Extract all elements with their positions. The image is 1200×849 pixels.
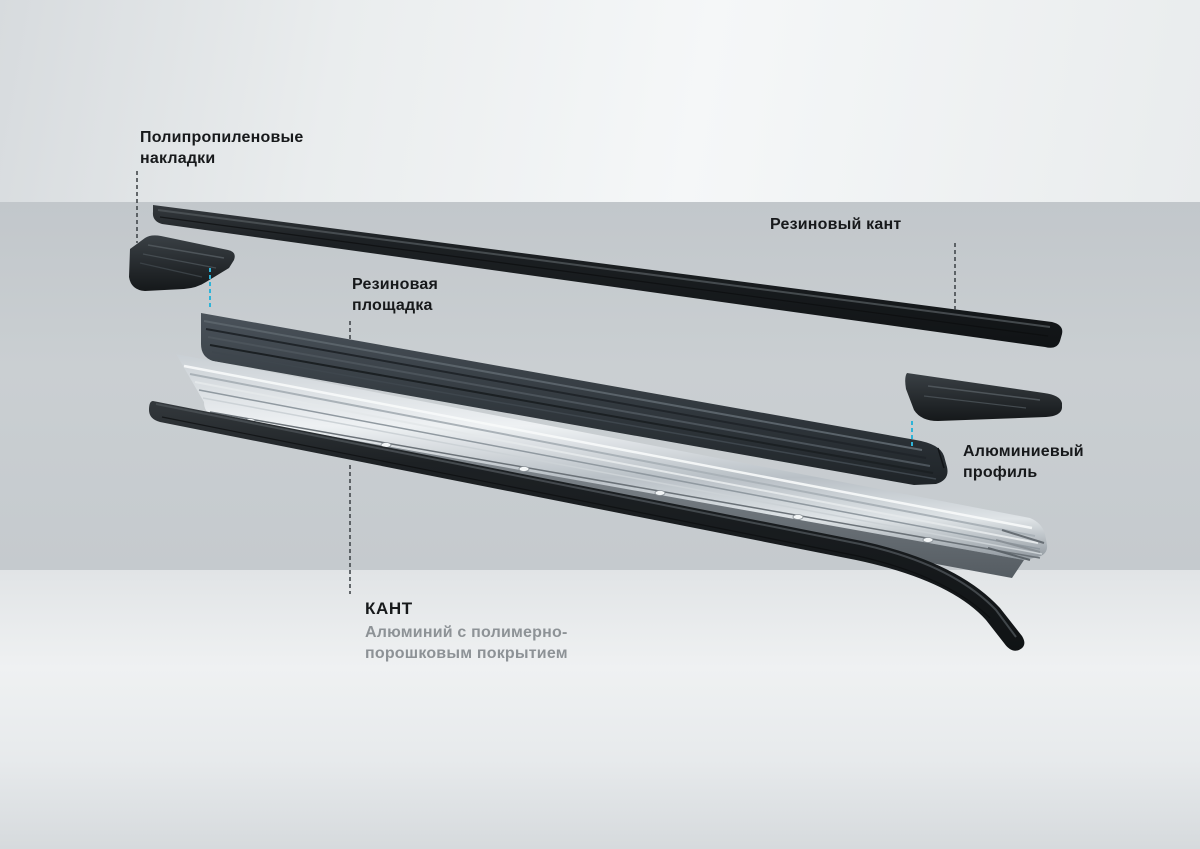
kant-title-label: КАНТ [365,599,413,618]
aluminum-profile-label: Алюминиевый профиль [963,443,1084,481]
kant-subtitle-label: Алюминий с полимерно- порошковым покрыти… [365,624,568,662]
pp-pads-label: Полипропиленовые накладки [140,129,304,167]
pp-pad-left-part [129,235,235,291]
pp-pad-right-part [905,373,1062,421]
rubber-edging-label: Резиновый кант [770,216,902,233]
rubber-platform-part [201,313,948,485]
background-top-band [0,0,1200,202]
kant-bar-part [149,401,1025,651]
rubber-edging-part [152,205,1063,348]
rubber-platform-label: Резиновая площадка [352,276,439,314]
